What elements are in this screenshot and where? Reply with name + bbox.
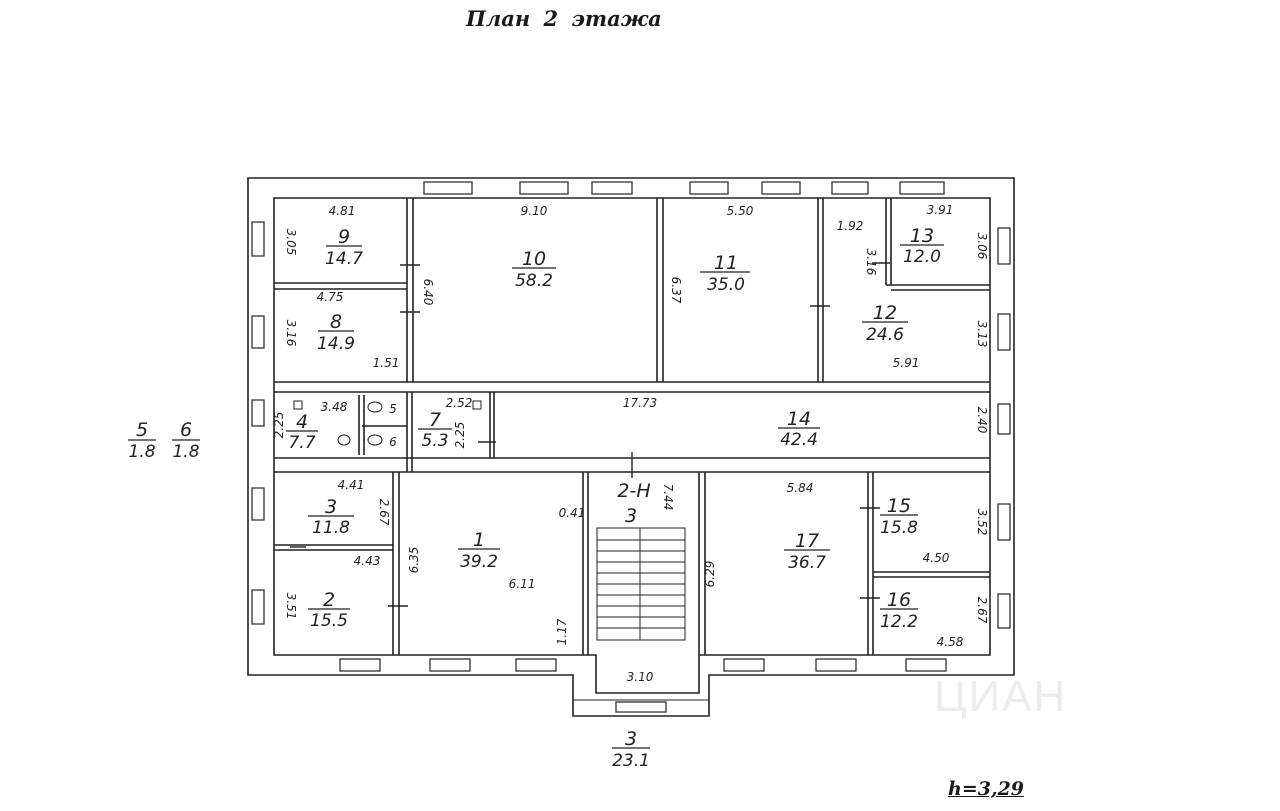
room-area-11: 35.0 xyxy=(707,275,745,295)
room-area-15: 15.8 xyxy=(880,518,918,538)
dim: 6.29 xyxy=(703,561,717,588)
room-area-1: 39.2 xyxy=(460,552,498,572)
dim: 5.84 xyxy=(787,481,814,495)
room-num-14: 14 xyxy=(787,408,811,430)
room-area-14: 42.4 xyxy=(780,430,818,450)
room-area-4: 7.7 xyxy=(288,433,315,453)
room-num-15: 15 xyxy=(887,495,911,517)
room-area-8: 14.9 xyxy=(317,334,355,354)
dim: 2.25 xyxy=(453,422,467,449)
room-num-3a: 3 xyxy=(325,496,337,518)
dim: 2.52 xyxy=(446,396,473,410)
dim: 0.41 xyxy=(559,506,586,520)
dim: 3.06 xyxy=(975,233,989,260)
dim: 3.10 xyxy=(627,670,654,684)
room-area-13: 12.0 xyxy=(903,247,941,267)
dim: 6.40 xyxy=(421,279,435,306)
room-area-12: 24.6 xyxy=(866,325,904,345)
room-num-5: 5 xyxy=(136,419,148,441)
dim: 2.67 xyxy=(377,499,391,526)
room-num-16: 16 xyxy=(887,589,911,611)
room-area-2: 15.5 xyxy=(310,611,348,631)
room-num-2: 2 xyxy=(323,589,335,611)
room-num-7: 7 xyxy=(429,409,441,431)
room-num-3-stair: 3 xyxy=(625,505,637,527)
cian-watermark: ЦИАН xyxy=(934,672,1068,721)
room-area-9: 14.7 xyxy=(325,249,363,269)
room-num-6: 6 xyxy=(180,419,192,441)
dim: 17.73 xyxy=(623,396,657,410)
ceiling-height-label: h=3,29 xyxy=(948,778,1025,800)
dim: 3.91 xyxy=(927,203,954,217)
dim: 3.52 xyxy=(975,509,989,536)
dim: 4.43 xyxy=(354,554,381,568)
dim: 4.81 xyxy=(329,204,356,218)
dim: 7.44 xyxy=(661,484,675,511)
dim: 9.10 xyxy=(521,204,548,218)
dim: 1.92 xyxy=(837,219,864,233)
plan-title: План 2 этажа xyxy=(466,6,662,31)
room-num-11: 11 xyxy=(714,252,738,274)
dim: 1.17 xyxy=(555,618,569,645)
room-area-16: 12.2 xyxy=(880,612,918,632)
room-area-7: 5.3 xyxy=(421,431,448,451)
dim: 6.35 xyxy=(407,547,421,574)
room-num-17: 17 xyxy=(795,530,819,552)
dim: 3.51 xyxy=(284,593,298,620)
room-num-8: 8 xyxy=(330,311,342,333)
dim: 5.91 xyxy=(893,356,920,370)
room-area-6: 1.8 xyxy=(172,442,199,462)
room-num-3-entrance: 3 xyxy=(625,728,637,750)
dim: 2.40 xyxy=(975,407,989,434)
stair-label: 2-Н xyxy=(617,480,650,502)
wc-label-5: 5 xyxy=(389,402,397,416)
dim: 2.67 xyxy=(975,597,989,624)
room-num-1: 1 xyxy=(473,529,485,551)
dim: 4.50 xyxy=(923,551,950,565)
room-area-10: 58.2 xyxy=(515,271,553,291)
room-num-10: 10 xyxy=(522,248,546,270)
dim: 1.51 xyxy=(373,356,400,370)
dim: 3.16 xyxy=(284,320,298,347)
wc-label-6: 6 xyxy=(389,435,397,449)
room-num-4: 4 xyxy=(296,411,308,433)
dim: 4.58 xyxy=(937,635,964,649)
room-num-13: 13 xyxy=(910,225,934,247)
room-area-17: 36.7 xyxy=(788,553,826,573)
dim: 3.48 xyxy=(321,400,348,414)
dim: 5.50 xyxy=(727,204,754,218)
room-num-12: 12 xyxy=(873,302,897,324)
dim: 4.75 xyxy=(317,290,344,304)
room-area-5: 1.8 xyxy=(128,442,155,462)
dim: 4.41 xyxy=(338,478,365,492)
dim: 6.11 xyxy=(509,577,536,591)
dim: 3.05 xyxy=(284,229,298,256)
dim: 3.16 xyxy=(864,249,878,276)
room-num-9: 9 xyxy=(338,226,350,248)
dim: 2.25 xyxy=(272,412,286,439)
room-area-3-entrance: 23.1 xyxy=(612,751,650,771)
dim: 3.13 xyxy=(975,321,989,348)
room-area-3a: 11.8 xyxy=(312,518,350,538)
outer-wall-outer-line xyxy=(247,177,1015,717)
dim: 6.37 xyxy=(669,277,683,304)
outer-wall-inner-line xyxy=(273,197,991,694)
